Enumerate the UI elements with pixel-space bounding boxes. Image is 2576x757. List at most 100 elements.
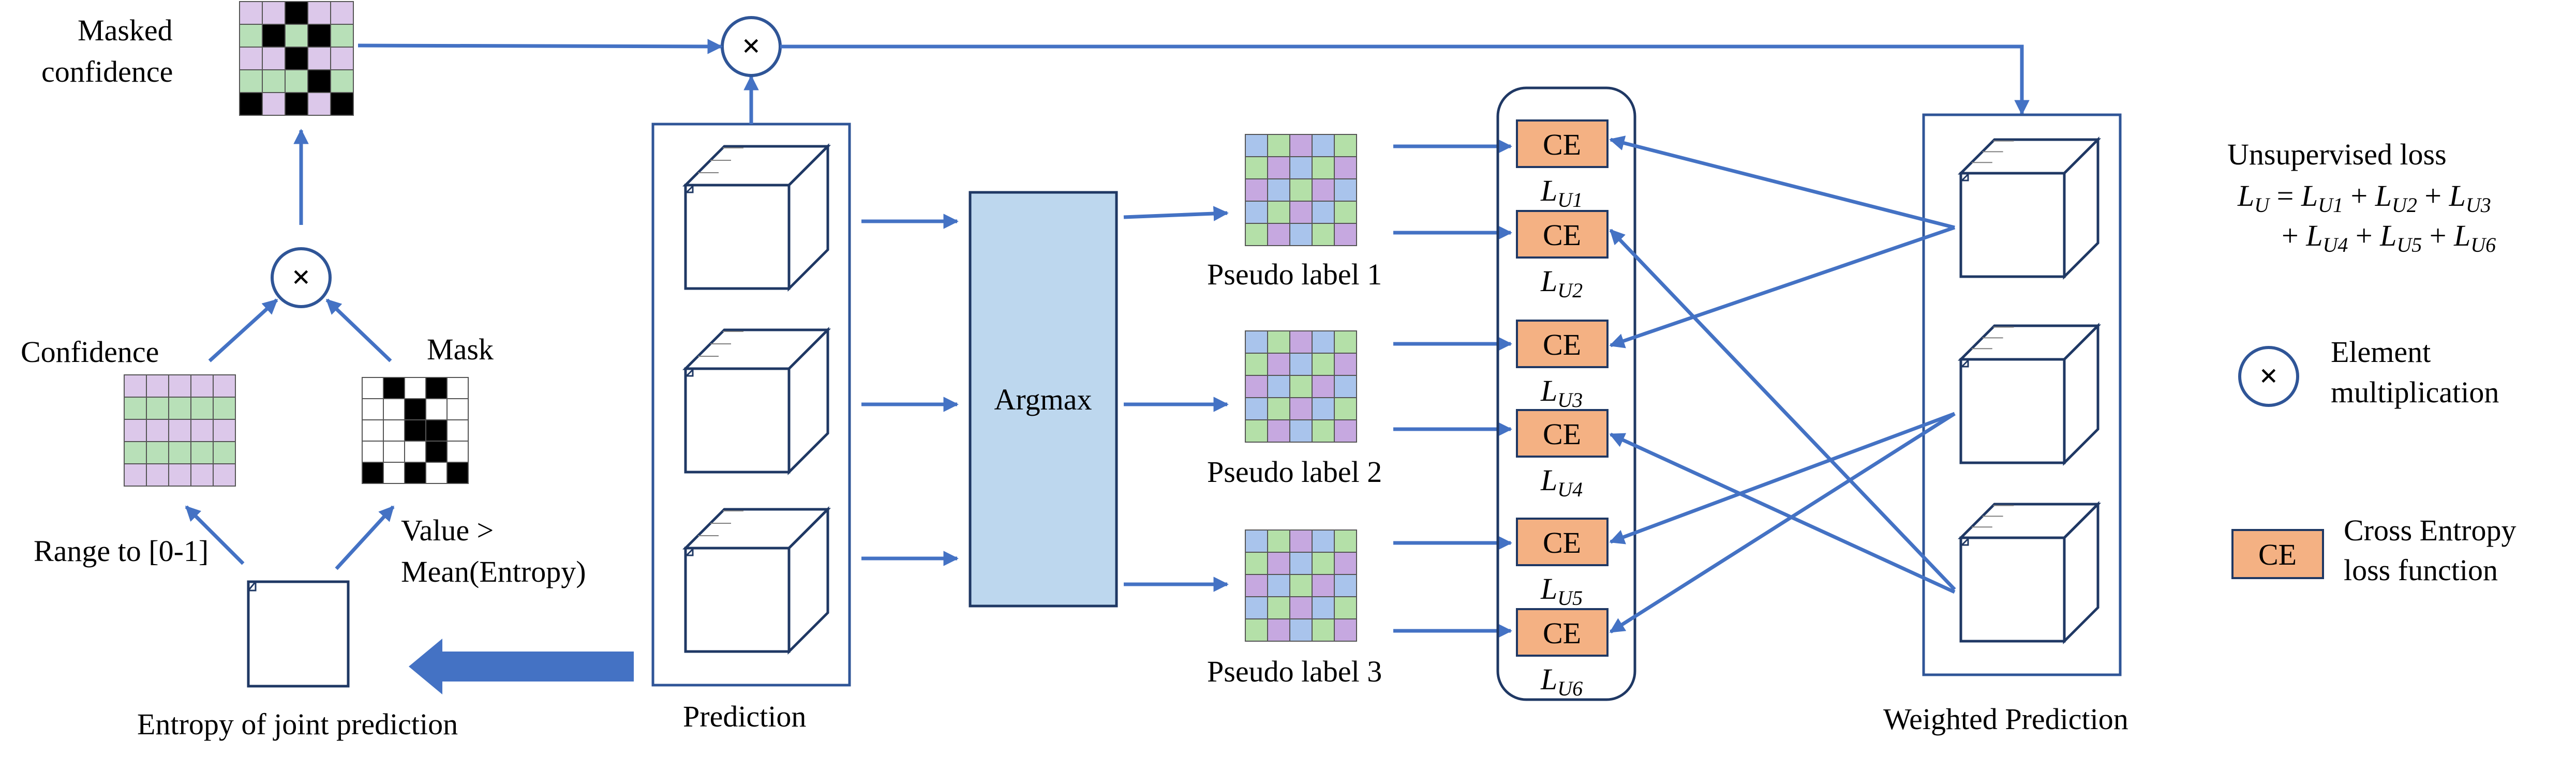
- pseudo-label-3-cell: [1267, 618, 1290, 642]
- weighted-cube-1: [1957, 136, 2102, 280]
- loss-label-3: LU3: [1540, 374, 1583, 412]
- mask-grid: [362, 377, 469, 484]
- loss-label-6: LU6: [1540, 662, 1583, 700]
- legend-equation-line2: + LU4 + LU5 + LU6: [2282, 219, 2496, 256]
- pseudo-label-3-cell: [1312, 618, 1335, 642]
- prediction-cubes: [682, 143, 831, 655]
- confidence-cell: [168, 397, 191, 420]
- legend-ce-symbol: CE: [2231, 529, 2324, 579]
- pseudo-label-1-cell: [1245, 156, 1268, 179]
- pseudo-label-2-cell: [1267, 375, 1290, 398]
- ce-box-6: CE LU6: [1516, 608, 1609, 700]
- confidence-cell: [190, 419, 214, 442]
- masked-confidence-cell: [285, 1, 308, 25]
- range-label: Range to [0-1]: [34, 534, 209, 568]
- masked-confidence-cell: [307, 24, 331, 48]
- prediction-cube-2: [682, 326, 831, 476]
- confidence-cell: [146, 463, 169, 487]
- prediction-label: Prediction: [683, 700, 806, 733]
- confidence-cell: [213, 397, 236, 420]
- pseudo-label-1-cell: [1312, 201, 1335, 224]
- mask-cell: [425, 419, 448, 442]
- masked-confidence-cell: [285, 92, 308, 116]
- mask-cell: [425, 377, 448, 399]
- pseudo-label-2-cell: [1245, 419, 1268, 443]
- multiply-symbol-top: ×: [742, 27, 761, 64]
- pseudo-label-1-cell: [1245, 201, 1268, 224]
- mask-cell: [362, 419, 384, 442]
- loss-label-5: LU5: [1540, 572, 1583, 610]
- pseudo-label-1-cell: [1289, 201, 1313, 224]
- pseudo-label-3-text: Pseudo label 3: [1207, 655, 1382, 688]
- pseudo-label-1-cell: [1334, 134, 1357, 157]
- pseudo-label-3-cell: [1267, 596, 1290, 619]
- pseudo-label-3-grid: [1245, 529, 1357, 642]
- pseudo-label-1-cell: [1312, 134, 1335, 157]
- multiply-node-left: ×: [271, 247, 332, 308]
- mask-cell: [425, 398, 448, 420]
- pseudo-label-1-cell: [1334, 223, 1357, 246]
- pseudo-label-3-cell: [1334, 574, 1357, 597]
- pseudo-label-2-cell: [1267, 353, 1290, 376]
- confidence-cell: [213, 419, 236, 442]
- masked-confidence-cell: [285, 47, 308, 70]
- loss-label-2: LU2: [1540, 264, 1583, 302]
- masked-confidence-cell: [330, 69, 354, 93]
- confidence-cell: [146, 374, 169, 398]
- mask-cell: [404, 441, 426, 463]
- pseudo-label-2-cell: [1289, 375, 1313, 398]
- mask-cell: [404, 419, 426, 442]
- weighted-to-ce-arrows: [1609, 135, 1956, 633]
- pseudo-label-2-cell: [1245, 375, 1268, 398]
- pseudo-label-2-text: Pseudo label 2: [1207, 455, 1382, 489]
- masked-confidence-label-line2: confidence: [41, 55, 173, 88]
- pseudo-label-1-cell: [1245, 178, 1268, 202]
- mask-cell: [383, 462, 405, 484]
- arrow-weighted-to-ce-1: [1609, 135, 1955, 230]
- pseudo-label-2-cell: [1245, 397, 1268, 420]
- pseudo-label-3-cell: [1334, 529, 1357, 553]
- multiply-symbol-left: ×: [292, 259, 310, 295]
- legend-multiply-symbol: ×: [2238, 346, 2299, 407]
- arrow-prediction-to-entropy: [409, 639, 634, 694]
- prediction-cube-3: [682, 506, 831, 655]
- pseudo-label-3-cell: [1245, 552, 1268, 575]
- pseudo-label-2-cell: [1267, 419, 1290, 443]
- mask-label: Mask: [427, 332, 494, 366]
- entropy-box: [247, 580, 350, 688]
- masked-confidence-cell: [330, 24, 354, 48]
- masked-confidence-cell: [239, 47, 263, 70]
- masked-confidence-group: Masked confidence: [41, 1, 354, 116]
- confidence-cell: [168, 374, 191, 398]
- pseudo-label-2-cell: [1289, 419, 1313, 443]
- pseudo-label-3-cell: [1334, 552, 1357, 575]
- ce-label-6: CE: [1543, 616, 1581, 650]
- masked-confidence-cell: [307, 47, 331, 70]
- masked-confidence-grid: [239, 1, 354, 116]
- masked-confidence-cell: [239, 24, 263, 48]
- mask-cell: [383, 377, 405, 399]
- pseudo-label-2-cell: [1334, 419, 1357, 443]
- confidence-cell: [124, 463, 147, 487]
- pseudo-label-1-cell: [1289, 156, 1313, 179]
- pseudo-label-3-cell: [1334, 596, 1357, 619]
- pseudo-label-1-cell: [1267, 178, 1290, 202]
- pseudo-label-3-cell: [1312, 552, 1335, 575]
- confidence-cell: [190, 397, 214, 420]
- masked-confidence-cell: [307, 69, 331, 93]
- pseudo-label-1-cell: [1334, 201, 1357, 224]
- masked-confidence-cell: [307, 92, 331, 116]
- value-label-line2: Mean(Entropy): [401, 555, 586, 588]
- pseudo-label-3-cell: [1312, 574, 1335, 597]
- masked-confidence-label-line1: Masked: [78, 13, 173, 47]
- masked-confidence-cell: [239, 1, 263, 25]
- confidence-cell: [124, 374, 147, 398]
- entropy-label: Entropy of joint prediction: [137, 707, 458, 741]
- pseudo-label-1-cell: [1289, 223, 1313, 246]
- legend-equation-line1: LU = LU1 + LU2 + LU3: [2237, 179, 2491, 217]
- arrow-entropy-to-mask: [335, 505, 395, 570]
- masked-confidence-cell: [262, 24, 286, 48]
